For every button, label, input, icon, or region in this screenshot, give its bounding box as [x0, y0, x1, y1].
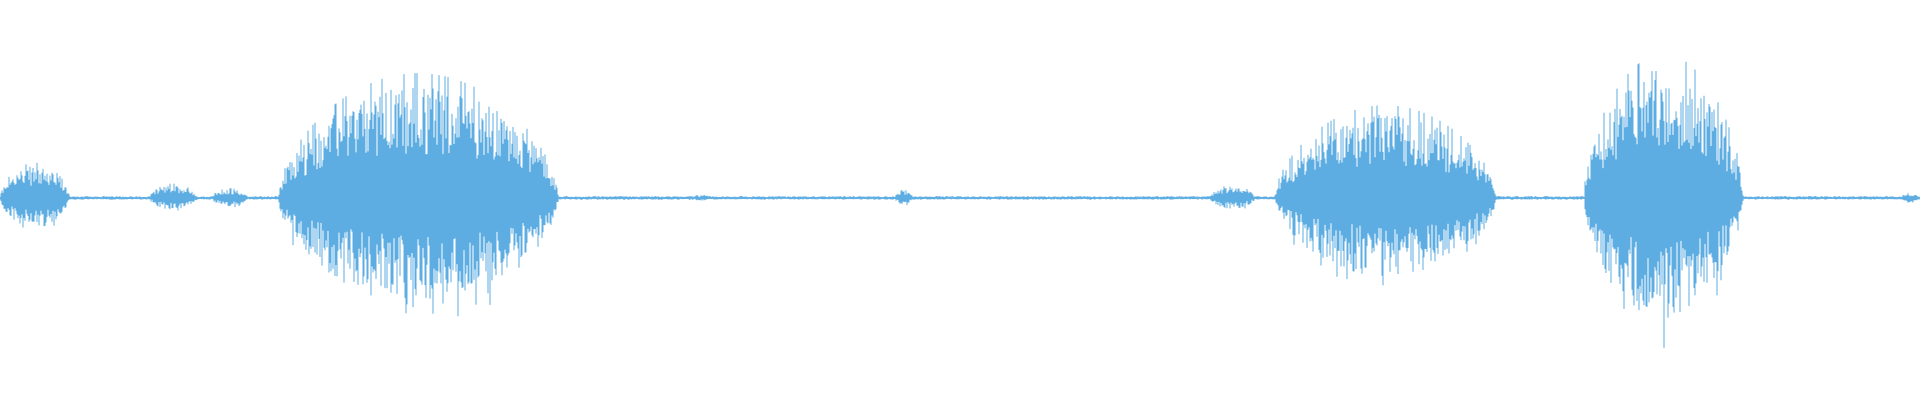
waveform-trace: [0, 61, 1920, 349]
waveform-samples: [0, 61, 1920, 349]
